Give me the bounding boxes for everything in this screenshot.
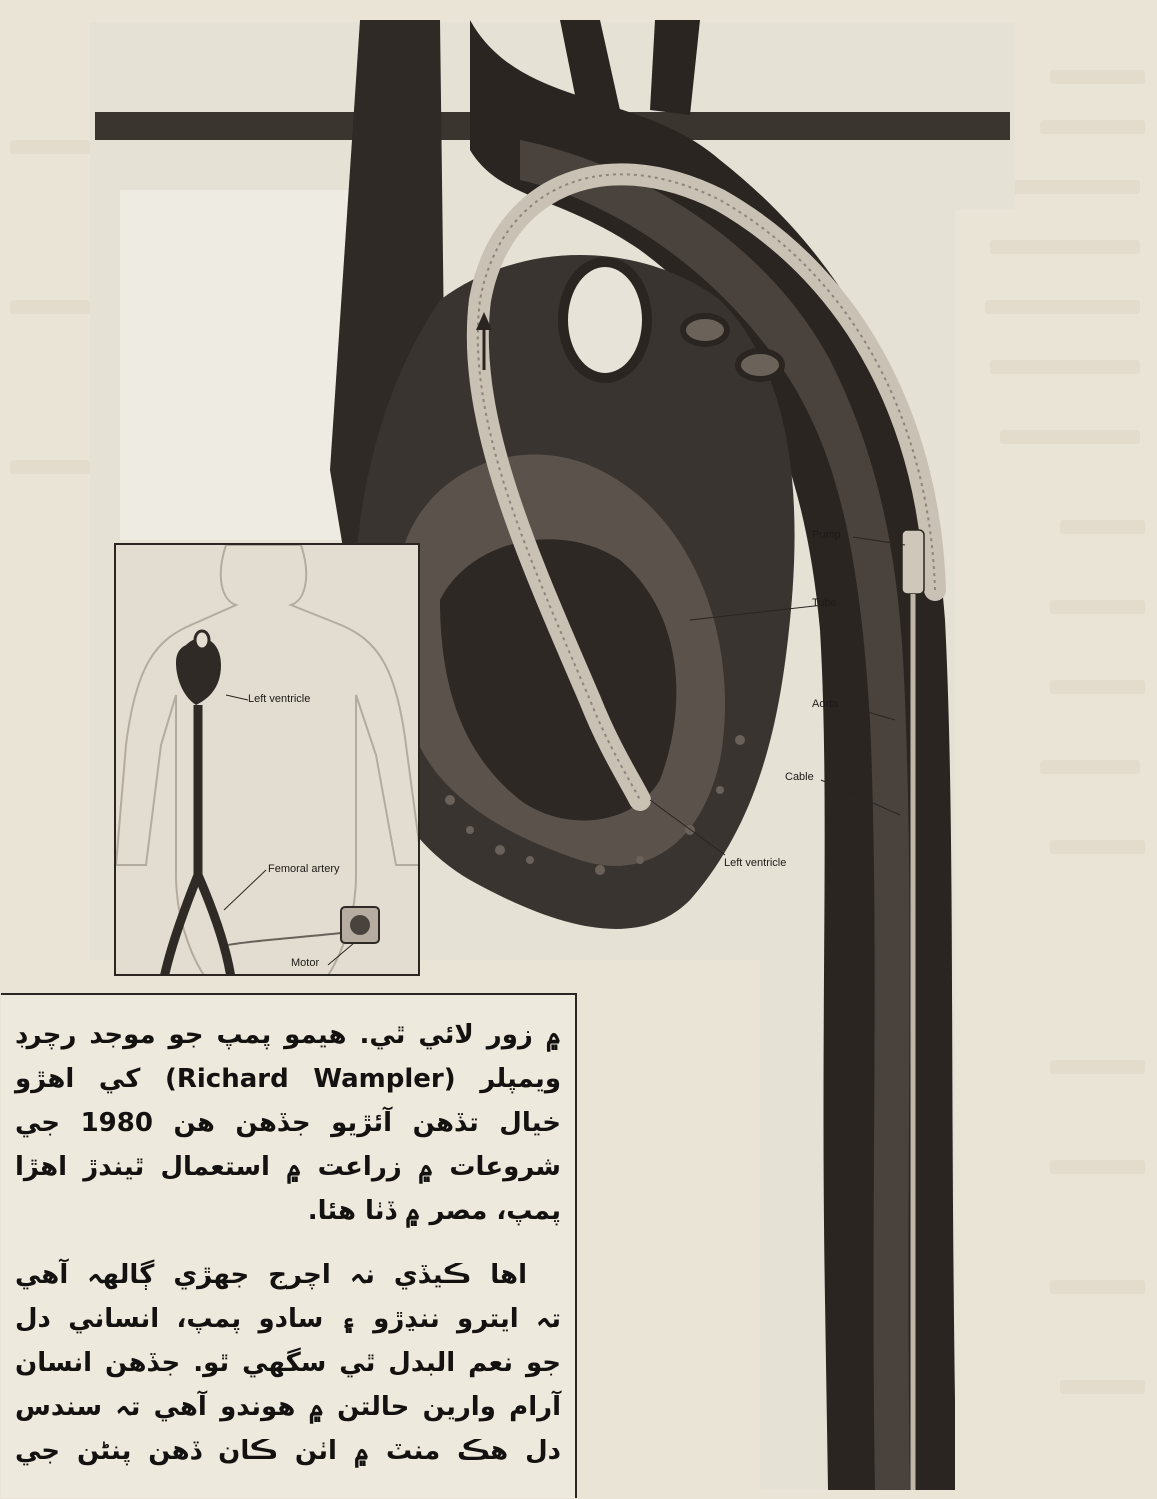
left-ventricle-inset-label: Left ventricle — [248, 693, 310, 705]
pump-label: Pump — [812, 529, 841, 541]
text-line: آرام وارين حالتن ۾ هوندو آهي تہ سندس — [15, 1385, 561, 1429]
body-silhouette-illustration — [116, 545, 420, 976]
text-line: شروعات ۾ زراعت ۾ استعمال ٿيندڙ اهڙا — [15, 1145, 561, 1189]
caption-text-block: ۾ زور لائي ٿي. هيمو پمپ جو موجد رچرڊ ويم… — [1, 993, 577, 1498]
left-ventricle-label: Left ventricle — [724, 857, 786, 869]
text-line: خيال تڏهن آئڙيو جڏهن هن 1980 جي — [15, 1101, 561, 1145]
text-line: پمپ، مصر ۾ ڏٺا هئا. — [15, 1189, 561, 1233]
aorta-label: Aorta — [812, 698, 838, 710]
text-line: دل هڪ منٽ ۾ اٺن ڪان ڏهن پنڻن جي — [15, 1429, 561, 1473]
femoral-artery-label: Femoral artery — [268, 863, 340, 875]
text-line: اها ڪيڏي نہ اچرج جهڙي ڳالهہ آهي — [15, 1253, 561, 1297]
text-line: ويمپلر (Richard Wampler) کي اهڙو — [15, 1057, 561, 1101]
tube-label: Tube — [812, 597, 837, 609]
caption-paragraph-2: اها ڪيڏي نہ اچرج جهڙي ڳالهہ آهي تہ ايترو… — [15, 1253, 561, 1473]
caption-paragraph-1: ۾ زور لائي ٿي. هيمو پمپ جو موجد رچرڊ ويم… — [15, 1013, 561, 1233]
cable-label: Cable — [785, 771, 814, 783]
text-line: ۾ زور لائي ٿي. هيمو پمپ جو موجد رچرڊ — [15, 1013, 561, 1057]
motor-label: Motor — [291, 957, 319, 969]
text-line: جو نعم البدل ٿي سگهي ٿو. جڏهن انسان — [15, 1341, 561, 1385]
text-line: تہ ايترو ننڍڙو ۽ سادو پمپ، انساني دل — [15, 1297, 561, 1341]
body-inset: Left ventricle Femoral artery Motor — [114, 543, 420, 976]
